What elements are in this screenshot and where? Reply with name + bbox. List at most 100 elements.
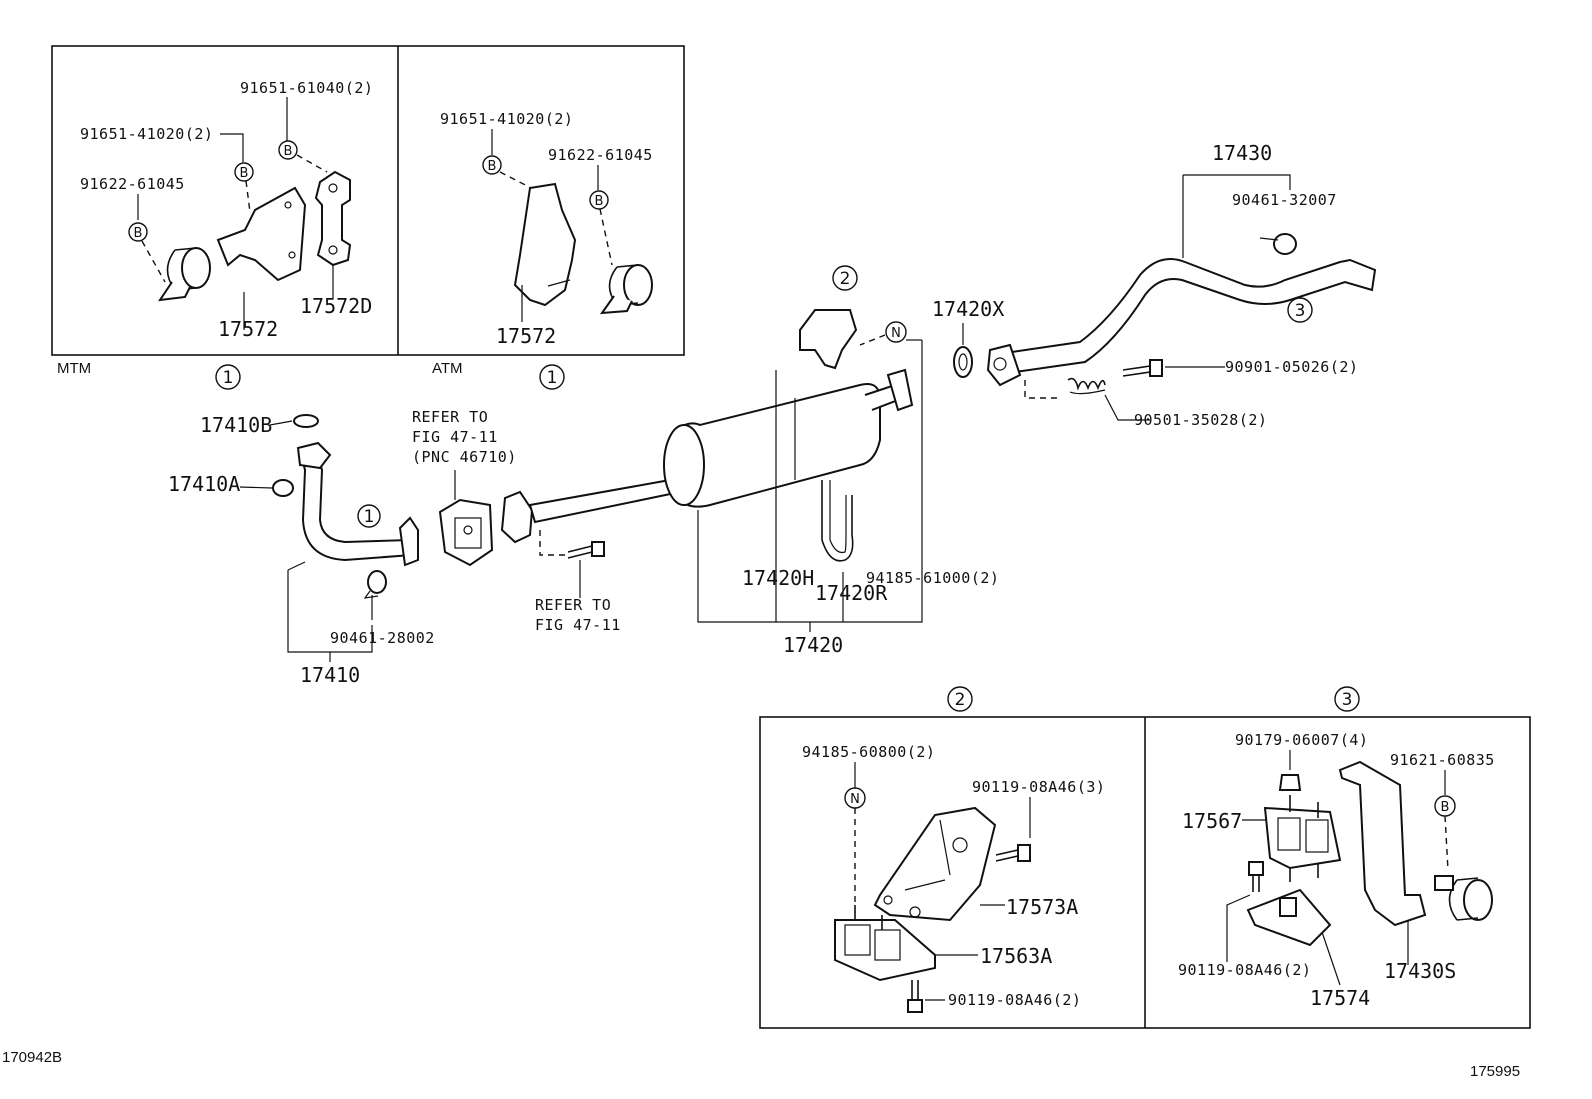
gasket-icon — [293, 414, 319, 428]
spring-90501-35028-label: 90501-35028(2) — [1134, 411, 1267, 429]
svg-text:B: B — [134, 226, 143, 241]
svg-text:B: B — [240, 166, 249, 181]
atm-hanger-label: 17572 — [496, 324, 556, 348]
refer-text-2: FIG 47-11 — [412, 428, 498, 446]
muffler-17420r-label: 17420R — [815, 581, 888, 605]
hanger-17430s-icon — [1338, 760, 1427, 927]
refer2-text-2: FIG 47-11 — [535, 616, 621, 634]
bracket-17573a-icon — [873, 806, 997, 922]
b-mark: B — [278, 140, 298, 160]
mtm-bolt-a-label: 91651-61040(2) — [240, 79, 373, 97]
drawing-id-right: 175995 — [1470, 1063, 1520, 1080]
clamp-icon — [363, 570, 387, 599]
b-mark: B — [482, 155, 502, 175]
ref-circle-1: 1 — [539, 364, 565, 390]
converter-bracket-icon — [438, 498, 494, 567]
bolt-91621-60835-label: 91621-60835 — [1390, 751, 1495, 769]
svg-text:1: 1 — [547, 368, 558, 388]
ref-circle-3: 3 — [1287, 297, 1313, 323]
atm-hanger-bracket-icon — [513, 182, 577, 322]
refer-text-1: REFER TO — [412, 408, 488, 426]
muffler-17420h-label: 17420H — [742, 566, 814, 590]
bolt-icon — [1248, 861, 1264, 892]
tail-pipe-17430-label: 17430 — [1212, 141, 1272, 165]
mount-17567-label: 17567 — [1182, 809, 1242, 833]
bolt-90119-08a46-3-label: 90119-08A46(3) — [972, 778, 1105, 796]
front-pipe-icon — [296, 441, 419, 567]
hanger-17430s-label: 17430S — [1384, 959, 1456, 983]
plate-bracket-icon — [314, 170, 352, 298]
mount-17567-icon — [1263, 795, 1342, 882]
gasket-17420x-label: 17420X — [932, 297, 1004, 321]
svg-text:B: B — [284, 144, 293, 159]
mtm-hanger-label: 17572 — [218, 317, 278, 341]
center-flange-icon — [500, 478, 682, 544]
clamp-90461-28002-label: 90461-28002 — [330, 629, 435, 647]
mount-17563a-icon — [834, 905, 936, 982]
ring-17410a-label: 17410A — [168, 472, 240, 496]
front-pipe-17410-label: 17410 — [300, 663, 360, 687]
atm-label: ATM — [432, 360, 463, 377]
bracket-17573a-label: 17573A — [1006, 895, 1078, 919]
svg-text:N: N — [850, 792, 860, 807]
u-bolt-icon — [821, 480, 854, 562]
n-mark: N — [844, 787, 866, 809]
bolt-icon — [567, 541, 605, 559]
drawing-id-left: 170942B — [2, 1049, 62, 1066]
svg-text:3: 3 — [1295, 301, 1306, 321]
svg-text:1: 1 — [364, 507, 375, 527]
ref-circle-1: 1 — [357, 504, 381, 528]
bolt-90119-08a46-2-label: 90119-08A46(2) — [948, 991, 1081, 1009]
mtm-bolt-c-label: 91622-61045 — [80, 175, 185, 193]
bolt-icon — [907, 980, 923, 1013]
detail-2: 94185-60800(2) N 90119-08A46(3) 17573A — [802, 743, 1105, 1013]
b-mark: B — [234, 162, 254, 182]
mtm-bolt-b-label: 91651-41020(2) — [80, 125, 213, 143]
svg-text:1: 1 — [223, 368, 234, 388]
b-mark: B — [128, 222, 148, 242]
svg-text:B: B — [1441, 800, 1450, 815]
mtm-bracket-label: 17572D — [300, 294, 372, 318]
bracket-17574-icon — [1246, 888, 1332, 947]
atm-bolt-b-label: 91651-41020(2) — [440, 110, 573, 128]
ref-circle-2: 2 — [832, 265, 858, 291]
hanger-bracket-icon — [216, 186, 307, 330]
nut-90179-06007-label: 90179-06007(4) — [1235, 731, 1368, 749]
refer-text-3: (PNC 46710) — [412, 448, 517, 466]
nut-icon — [1278, 774, 1302, 791]
refer2-text-1: REFER TO — [535, 596, 611, 614]
nut-94185-60800-label: 94185-60800(2) — [802, 743, 935, 761]
svg-text:2: 2 — [840, 269, 851, 289]
ref-circle-1: 1 — [215, 364, 241, 390]
spring-icon — [1067, 377, 1106, 395]
rubber-hanger-icon — [1434, 875, 1493, 921]
ubolt-94185-61000-label: 94185-61000(2) — [866, 569, 999, 587]
bracket-17574-label: 17574 — [1310, 986, 1370, 1010]
detail-box — [759, 716, 1531, 1029]
bolt-icon — [1122, 359, 1163, 377]
inset-mtm: 91651-61040(2) 91651-41020(2) 91622-6104… — [80, 79, 373, 341]
ring-icon — [272, 479, 294, 497]
bolt-90119-08a46-2-d3-label: 90119-08A46(2) — [1178, 961, 1311, 979]
inset-box — [51, 45, 685, 356]
svg-text:B: B — [595, 194, 604, 209]
bolt-icon — [995, 844, 1031, 862]
cap-icon — [1259, 233, 1297, 255]
svg-text:2: 2 — [955, 690, 966, 710]
inset-atm: 91651-41020(2) 91622-61045 B B 17572 — [440, 110, 653, 348]
bolt-90901-05026-label: 90901-05026(2) — [1225, 358, 1358, 376]
tail-pipe-icon — [986, 258, 1377, 387]
svg-text:B: B — [488, 159, 497, 174]
b-mark: B — [1434, 795, 1456, 817]
gasket-17420x-icon — [953, 346, 973, 378]
gasket-17410b-label: 17410B — [200, 413, 272, 437]
svg-text:N: N — [891, 326, 901, 341]
rubber-hanger-icon — [599, 264, 653, 315]
mount-17563a-label: 17563A — [980, 944, 1052, 968]
svg-text:3: 3 — [1342, 690, 1353, 710]
ref-circle-3: 3 — [1334, 686, 1360, 712]
muffler-17420-label: 17420 — [783, 633, 843, 657]
n-mark: N — [885, 321, 907, 343]
